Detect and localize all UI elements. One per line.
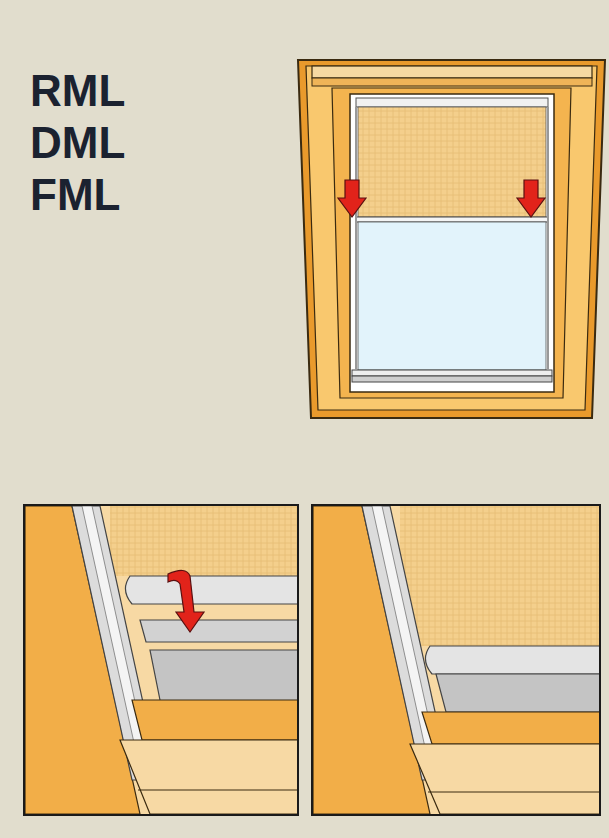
detail-before [25, 506, 297, 814]
model-code: FML [30, 172, 120, 218]
detail-after [313, 506, 599, 814]
panel-border [312, 505, 600, 815]
model-code: RML [30, 68, 125, 114]
down-arrow [168, 570, 204, 632]
roof-window [298, 60, 605, 418]
panel-border [24, 505, 298, 815]
down-arrow [338, 180, 545, 217]
model-code: DML [30, 120, 125, 166]
